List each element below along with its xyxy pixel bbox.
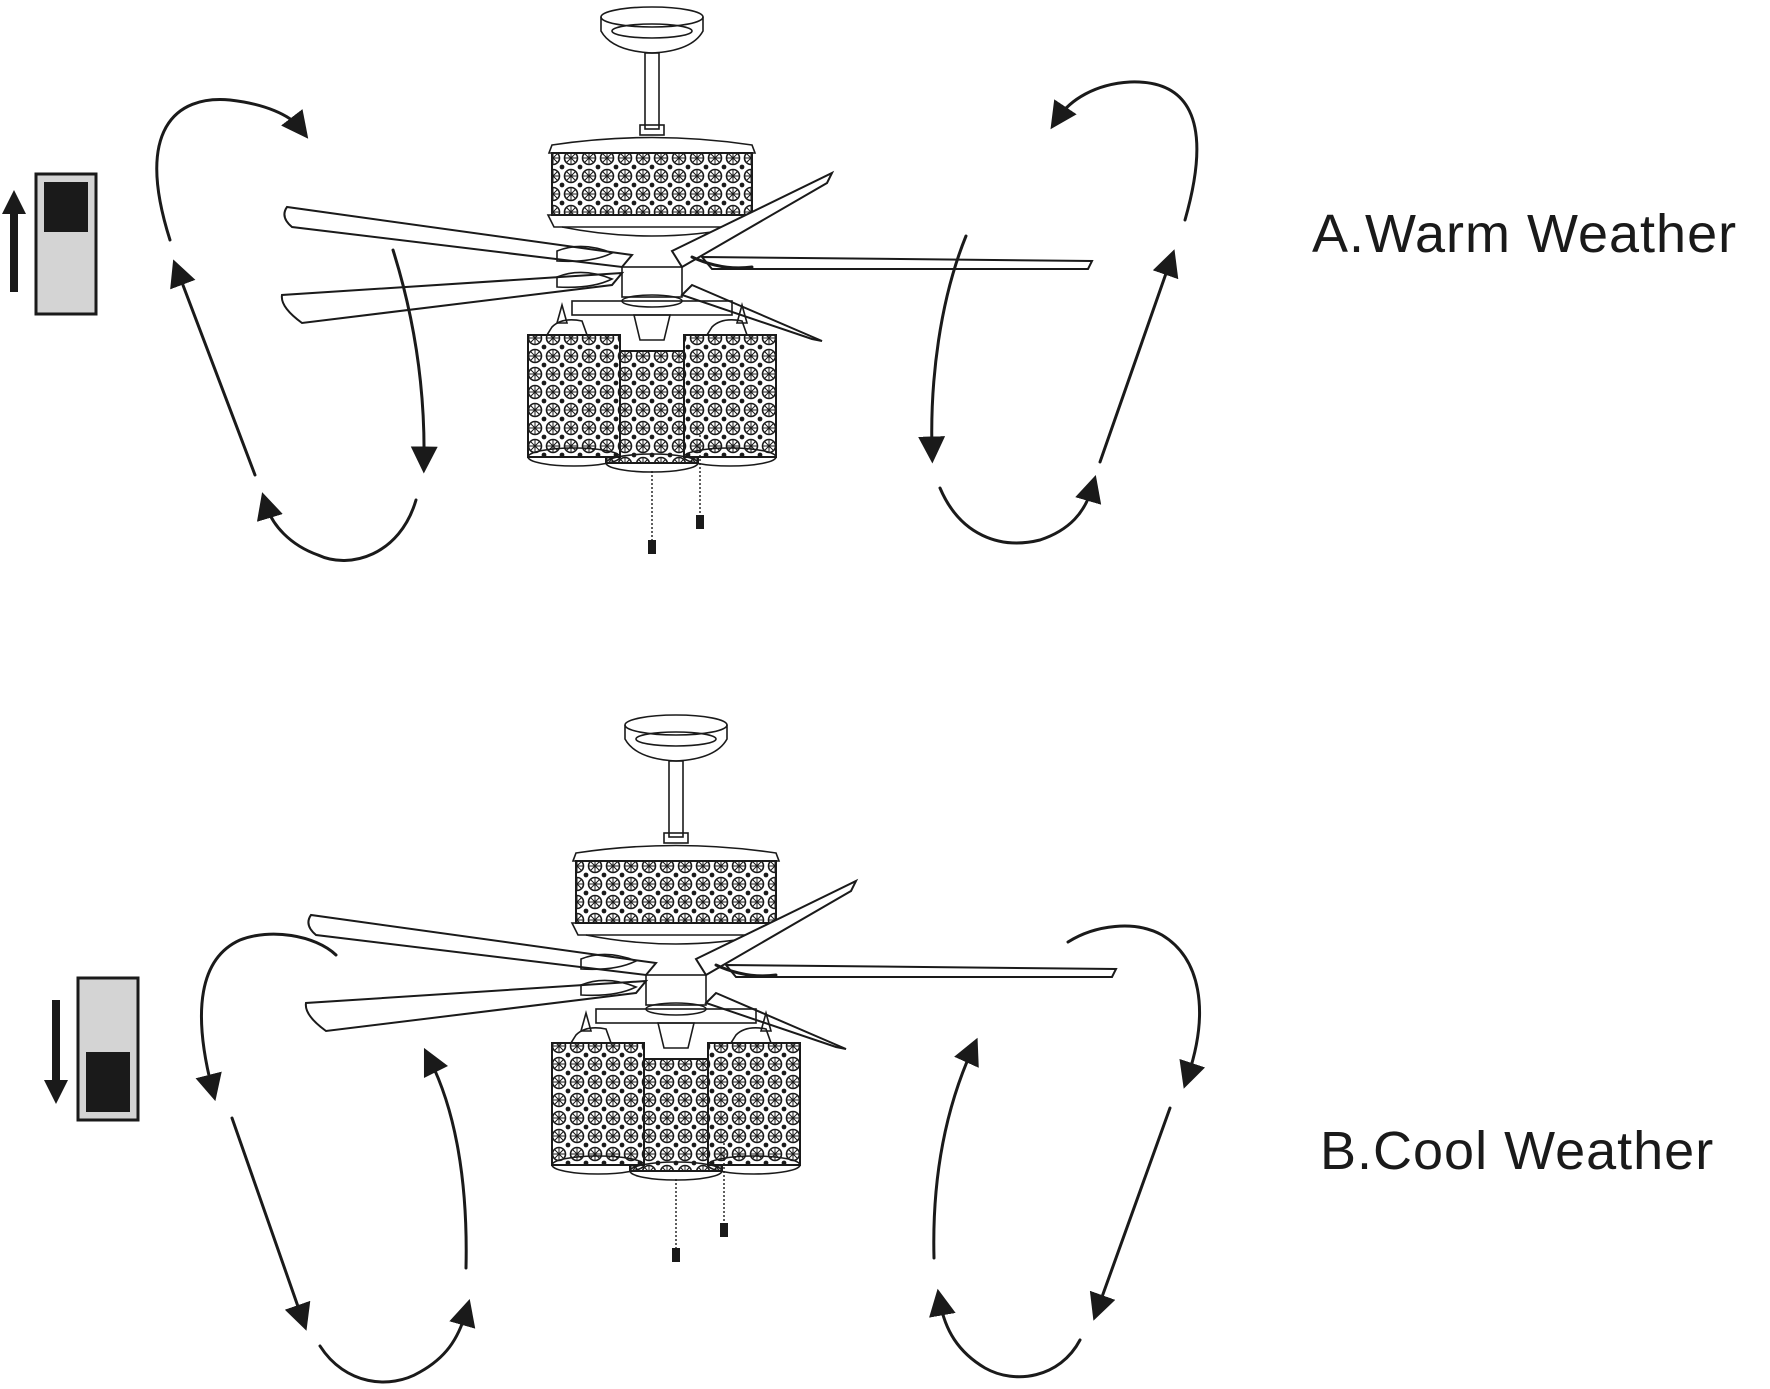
airflow-arrows-right [929, 924, 1206, 1379]
ceiling-fan-icon [304, 713, 1118, 1264]
reverse-switch-up-icon [2, 172, 98, 316]
scene-warm [2, 5, 1199, 562]
airflow-arrows-right [918, 80, 1199, 545]
reverse-switch-down-icon [44, 976, 140, 1122]
warm-weather-label: A.Warm Weather [1312, 204, 1738, 264]
airflow-arrows-left [155, 98, 438, 562]
cool-weather-label: B.Cool Weather [1320, 1121, 1715, 1181]
airflow-arrows-left [195, 932, 476, 1384]
scene-cool [44, 713, 1206, 1384]
